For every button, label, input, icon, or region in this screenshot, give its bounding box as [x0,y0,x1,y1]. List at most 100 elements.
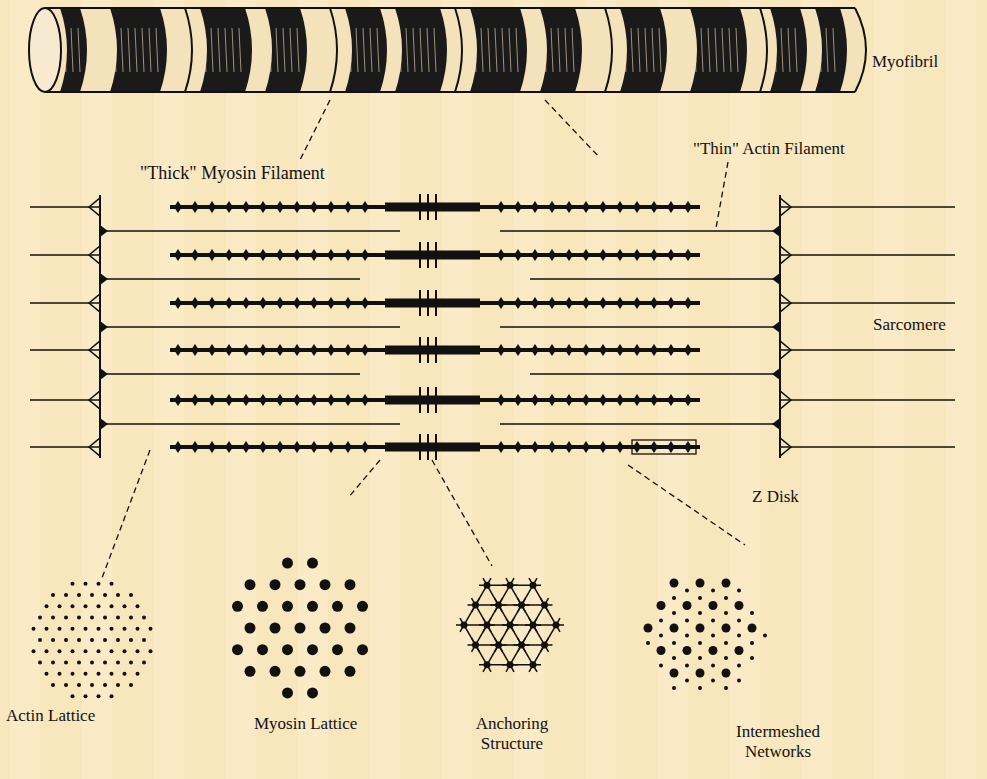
actin-dot [737,634,741,638]
actin-dot [129,661,133,665]
myosin-head [327,344,335,356]
anchoring-link [517,578,537,612]
thick-filament-bare-zone [385,443,480,452]
myofibril-band [470,8,527,92]
anchoring-link [471,598,491,632]
myosin-dot [332,601,343,612]
z-disk-anchor [772,225,780,237]
actin-dot [77,593,81,597]
anchoring-link [529,598,549,632]
anchoring-link [517,618,537,652]
myosin-dot [282,601,293,612]
myofibril-band [815,8,847,92]
thin-filament [780,446,955,448]
myosin-head [293,201,301,213]
actin-dot [64,638,68,642]
z-disk-anchor [780,341,791,359]
myofibril-hatch [356,28,358,72]
m-line [435,434,437,460]
myosin-head [225,344,233,356]
myosin-head [650,249,658,261]
actin-dot [149,627,153,631]
myofibril-hatch [406,28,408,72]
actin-dot [90,615,94,619]
m-line [419,290,421,316]
anchoring-node [541,602,548,609]
myofibril-hatch [71,28,73,72]
myosin-head [497,344,505,356]
background-blotch [298,0,328,779]
background-blotch [226,0,256,779]
actin-dot [110,694,114,698]
myosin-head [514,297,522,309]
part-label: Z Disk [752,487,799,507]
myofibril-hatch [645,28,647,72]
actin-dot [672,611,676,615]
actin-dot [136,604,140,608]
myosin-head [633,297,641,309]
myofibril-hatch [736,28,738,72]
actin-dot [103,638,107,642]
myosin-dot [345,666,356,677]
background-blotch [586,0,616,779]
actin-dot [136,627,140,631]
actin-dot [123,649,127,653]
thin-filament [100,326,400,328]
myosin-head [310,394,318,406]
background-blotch [10,0,40,779]
myosin-dot [332,644,343,655]
myosin-dot [670,578,679,587]
myofibril-end [855,8,866,92]
actin-dot [698,641,702,645]
myofibril-hatch [694,28,696,72]
myofibril-hatch [833,28,835,72]
myosin-head [650,344,658,356]
anchoring-link [483,618,503,652]
m-line [427,387,429,413]
myosin-head [259,201,267,213]
actin-dot [38,661,42,665]
myosin-head [225,249,233,261]
z-disk-anchor [772,273,780,285]
myosin-head [293,394,301,406]
myosin-head [667,249,675,261]
myosin-dot [683,646,692,655]
myosin-head [616,344,624,356]
part-label: "Thick" Myosin Filament [140,163,325,184]
myosin-head [565,249,573,261]
thin-filament [780,254,955,256]
myosin-head [684,441,692,453]
actin-dot [97,604,101,608]
actin-dot [136,672,140,676]
myofibril-hatch [788,28,790,72]
anchoring-link [540,598,560,632]
myosin-head [361,441,369,453]
myofibril-hatch [64,28,66,72]
myosin-head [344,201,352,213]
myosin-dot [282,644,293,655]
myofibril-hatch [722,28,724,72]
myosin-head [276,201,284,213]
myosin-dot [722,669,731,678]
part-label: "Thin" Actin Filament [693,139,845,159]
actin-dot [45,604,49,608]
myosin-head [208,394,216,406]
leader-line [545,100,600,158]
actin-dot [750,611,754,615]
myosin-dot [295,579,306,590]
myosin-head [208,249,216,261]
myosin-head [327,297,335,309]
actin-dot [71,627,75,631]
background-blotch [82,0,112,779]
thin-filament [500,326,780,328]
myosin-head [531,441,539,453]
actin-dot [750,656,754,660]
actin-dot [142,638,146,642]
myofibril-hatch [427,28,429,72]
myosin-head [599,344,607,356]
thin-filament [780,206,955,208]
myosin-dot [245,579,256,590]
actin-dot [737,588,741,592]
actin-dot [51,593,55,597]
actin-dot [142,615,146,619]
